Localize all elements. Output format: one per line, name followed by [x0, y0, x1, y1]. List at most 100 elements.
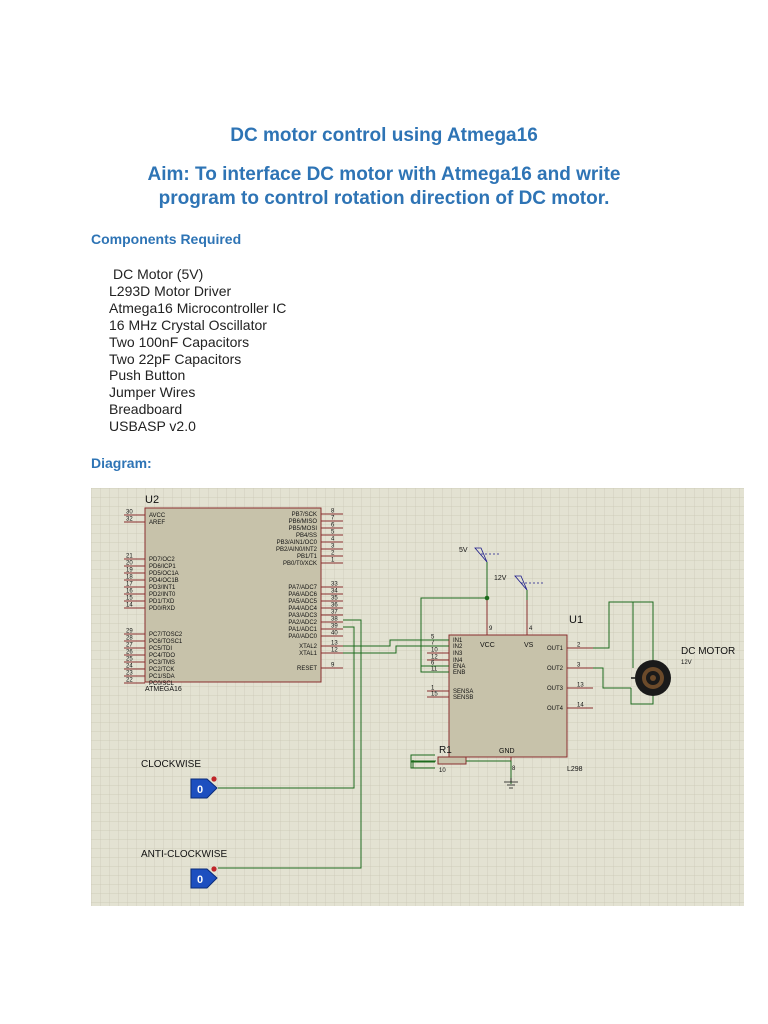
- clockwise-logic-toggle[interactable]: 0: [190, 776, 218, 799]
- mcu-left-pin-number: 25: [126, 657, 133, 663]
- mcu-right-pin-number: 9: [331, 663, 335, 669]
- mcu-right-pin-number: 39: [331, 624, 338, 630]
- mcu-left-pin-name: PD7/OC2: [149, 557, 175, 563]
- component-item: USBASP v2.0: [109, 418, 196, 435]
- clockwise-indicator: [211, 776, 217, 782]
- component-item: Jumper Wires: [109, 384, 196, 401]
- mcu-right-pin-number: 12: [331, 648, 338, 654]
- mcu-left-pin-name: PD4/OC1B: [149, 578, 179, 584]
- driver-left-pin-name: IN2: [453, 644, 463, 650]
- driver-right-pin-number: 13: [577, 683, 584, 689]
- driver-left-pin-number: 6: [431, 661, 435, 667]
- vcc-pin-num: 9: [489, 626, 493, 632]
- driver-left-pin-name: IN1: [453, 638, 463, 644]
- mcu-right-pin-number: 6: [331, 523, 335, 529]
- mcu-right-pin-name: PB7/SCK: [292, 512, 317, 518]
- resistor-body: [437, 756, 467, 765]
- mcu-left-pin-name: PD2/INT0: [149, 592, 176, 598]
- mcu-right-pin-name: PB2/AIN0/INT2: [276, 547, 318, 553]
- resistor-value: 10: [439, 768, 446, 774]
- supply-5v-label: 5V: [459, 547, 468, 554]
- mcu-right-pin-number: 1: [331, 558, 335, 564]
- driver-ref: U1: [569, 614, 583, 626]
- mcu-left-pin-name: PC6/TOSC1: [149, 639, 183, 645]
- supply-5v-terminal: 5V: [459, 547, 501, 600]
- motor-value: 12V: [681, 660, 692, 666]
- mcu-right-pin-name: PA4/ADC4: [288, 606, 317, 612]
- mcu-right-pin-name: PA6/ADC6: [288, 592, 317, 598]
- motor-top-wire: [633, 601, 654, 660]
- mcu-right-pin-name: XTAL2: [299, 644, 318, 650]
- mcu-right-pin-name: PA3/ADC3: [288, 613, 317, 619]
- mcu-left-pin-name: AVCC: [149, 513, 166, 519]
- driver-left-pin-number: 5: [431, 635, 435, 641]
- mcu-left-pin-name: PC1/SDA: [149, 674, 175, 680]
- driver-left-pin-number: 1: [431, 686, 435, 692]
- component-item: 16 MHz Crystal Oscillator: [109, 316, 267, 333]
- driver-left-pin-number: 15: [431, 692, 438, 698]
- mcu-right-pin-name: PA7/ADC7: [288, 585, 317, 591]
- mcu-left-pin-name: AREF: [149, 520, 165, 526]
- mcu-ref: U2: [145, 494, 159, 506]
- mcu-right-pin-number: 40: [331, 631, 338, 637]
- mcu-right-pin-name: PB1/T1: [297, 554, 318, 560]
- supply-12v-label: 12V: [494, 575, 507, 582]
- mcu-left-pin-name: PC0/SCL: [149, 681, 175, 687]
- clockwise-state: 0: [197, 784, 203, 796]
- driver-left-pin-number: 10: [431, 648, 438, 654]
- mcu-left-pin-number: 24: [126, 664, 133, 670]
- driver-left-pin-number: 12: [431, 655, 438, 661]
- anticlockwise-logic-toggle[interactable]: 0: [190, 866, 218, 889]
- mcu-pins: 30AVCC32AREF21PD7/OC220PD6/ICP119PD5/OC1…: [124, 509, 343, 687]
- aim-line-2: program to control rotation direction of…: [158, 188, 610, 209]
- mcu-left-pin-number: 18: [126, 575, 133, 581]
- mcu-right-pin-number: 5: [331, 530, 335, 536]
- mcu-right-pin-name: PB5/MOSI: [289, 526, 318, 532]
- component-item: Two 22pF Capacitors: [109, 350, 242, 367]
- mcu-left-pin-number: 30: [126, 510, 133, 516]
- supply-12v-terminal: 12V: [494, 575, 545, 600]
- mcu-left-pin-number: 22: [126, 678, 133, 684]
- driver-left-pin-name: ENB: [453, 670, 465, 676]
- dc-motor: [631, 660, 671, 696]
- driver-right-pin-number: 3: [577, 663, 581, 669]
- component-item: Two 100nF Capacitors: [109, 333, 250, 350]
- mcu-right-pin-number: 13: [331, 641, 338, 647]
- component-item: Breadboard: [109, 401, 183, 418]
- mcu-right-pin-number: 35: [331, 596, 338, 602]
- motor-bottom-wire: [630, 688, 654, 705]
- mcu-right-pin-name: PA0/ADC0: [288, 634, 317, 640]
- mcu-part: ATMEGA16: [145, 686, 182, 693]
- mcu-right-pin-name: PA1/ADC1: [288, 627, 317, 633]
- mcu-left-pin-number: 32: [126, 517, 133, 523]
- driver-right-pin-name: OUT2: [547, 666, 564, 672]
- clockwise-label: CLOCKWISE: [141, 759, 201, 770]
- gnd-pin-num: 8: [512, 766, 516, 772]
- mcu-right-pin-name: RESET: [297, 666, 317, 672]
- mcu-right-pin-number: 33: [331, 582, 338, 588]
- mcu-right-pin-name: PB3/AIN1/OC0: [277, 540, 318, 546]
- driver-left-pin-number: 7: [431, 641, 435, 647]
- mcu-right-pin-number: 38: [331, 617, 338, 623]
- mcu-left-pin-number: 17: [126, 582, 133, 588]
- component-item: Push Button: [109, 367, 186, 384]
- mcu-right-pin-number: 8: [331, 509, 335, 515]
- driver-right-pin-name: OUT1: [547, 646, 564, 652]
- driver-vcc-label: VCC: [480, 642, 495, 649]
- anticlockwise-indicator: [211, 866, 217, 872]
- mcu-right-pin-name: PA2/ADC2: [288, 620, 317, 626]
- component-item: DC Motor (5V): [113, 266, 204, 282]
- resistor-to-ground: [466, 760, 512, 784]
- circuit-schematic: U2 ATMEGA16 30AVCC32AREF21PD7/OC220PD6/I…: [91, 488, 744, 906]
- driver-left-pin-name: IN4: [453, 658, 463, 664]
- motor-label: DC MOTOR: [681, 646, 735, 657]
- component-item: Atmega16 Microcontroller IC: [109, 299, 287, 316]
- resistor-ref: R1: [439, 745, 452, 756]
- mcu-left-pin-number: 19: [126, 568, 133, 574]
- mcu-right-pin-name: PB4/SS: [296, 533, 317, 539]
- driver-left-pin-name: IN3: [453, 651, 463, 657]
- mcu-left-pin-number: 21: [126, 554, 133, 560]
- mcu-left-pin-name: PD6/ICP1: [149, 564, 176, 570]
- mcu-right-pin-number: 4: [331, 537, 335, 543]
- anticlockwise-state: 0: [197, 874, 203, 886]
